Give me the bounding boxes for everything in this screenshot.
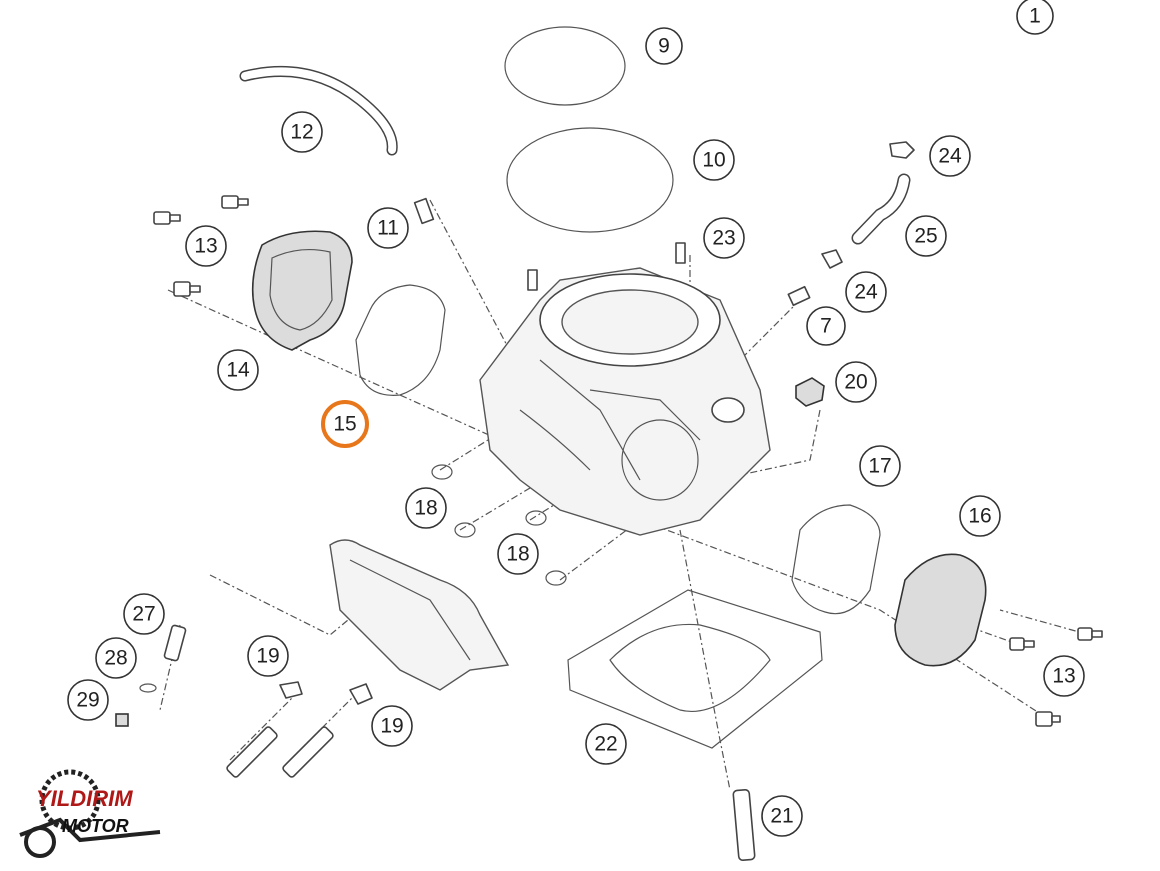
callout-14: 14: [217, 349, 259, 391]
exhaust-valve-housing: [329, 539, 510, 691]
right-gasket: [791, 504, 881, 615]
svg-text:11: 11: [377, 217, 399, 240]
callout-25: 25: [905, 215, 947, 257]
yildirim-motor-logo: YILDIRIM MOTOR: [19, 769, 161, 858]
callout-16: 16: [959, 495, 1001, 537]
svg-text:16: 16: [968, 505, 991, 528]
svg-text:MOTOR: MOTOR: [62, 816, 129, 836]
svg-text:27: 27: [132, 603, 155, 626]
callout-17: 17: [859, 445, 901, 487]
clip: [139, 683, 157, 693]
callout-15: 15: [321, 400, 369, 448]
svg-text:13: 13: [1052, 665, 1075, 688]
callout-29: 29: [67, 679, 109, 721]
nut: [115, 713, 129, 727]
callout-21: 21: [761, 795, 803, 837]
svg-text:13: 13: [194, 235, 217, 258]
svg-text:1: 1: [1029, 5, 1041, 28]
callout-22: 22: [585, 723, 627, 765]
callout-24-mid: 24: [845, 271, 887, 313]
callout-24-top: 24: [929, 135, 971, 177]
callout-12: 12: [281, 111, 323, 153]
base-gasket: [567, 589, 823, 749]
svg-text:28: 28: [104, 647, 127, 670]
svg-text:23: 23: [712, 227, 735, 250]
svg-text:12: 12: [290, 121, 313, 144]
bolts-right: [1009, 627, 1103, 727]
callout-7: 7: [806, 306, 846, 346]
svg-text:21: 21: [770, 805, 793, 828]
svg-text:29: 29: [76, 689, 99, 712]
callout-19-bottom: 19: [371, 705, 413, 747]
svg-text:15: 15: [333, 413, 356, 436]
dowel-pin: [732, 788, 756, 862]
svg-text:24: 24: [938, 145, 962, 168]
hose-clamp-top: [889, 141, 915, 159]
callout-11: 11: [367, 207, 409, 249]
bleed-screw: [787, 285, 811, 307]
svg-text:19: 19: [256, 645, 279, 668]
svg-text:24: 24: [854, 281, 878, 304]
svg-text:14: 14: [226, 359, 250, 382]
svg-text:10: 10: [702, 149, 725, 172]
hose-clamp-mid: [821, 249, 843, 269]
bolts-left: [153, 195, 249, 297]
callout-20: 20: [835, 361, 877, 403]
svg-text:18: 18: [506, 543, 529, 566]
callout-28: 28: [95, 637, 137, 679]
svg-text:19: 19: [380, 715, 403, 738]
nozzle: [413, 197, 435, 225]
valve-rod: [163, 624, 187, 662]
right-cover: [894, 553, 987, 667]
callout-13-right: 13: [1043, 655, 1085, 697]
callout-10: 10: [693, 139, 735, 181]
callout-1: 1: [1016, 0, 1054, 35]
left-cover: [251, 230, 353, 351]
svg-text:18: 18: [414, 497, 437, 520]
svg-text:22: 22: [594, 733, 617, 756]
callout-19-top: 19: [247, 635, 289, 677]
svg-text:25: 25: [914, 225, 937, 248]
svg-text:YILDIRIM: YILDIRIM: [36, 786, 133, 811]
svg-text:7: 7: [820, 315, 832, 338]
callout-18-top: 18: [405, 487, 447, 529]
callout-27: 27: [123, 593, 165, 635]
svg-text:20: 20: [844, 371, 867, 394]
cylinder: [479, 242, 771, 536]
left-gasket: [355, 284, 446, 396]
callout-23: 23: [703, 217, 745, 259]
o-ring-small: [504, 26, 626, 106]
svg-text:9: 9: [658, 35, 670, 58]
callout-13-left: 13: [185, 225, 227, 267]
callout-9: 9: [645, 27, 683, 65]
o-ring-large: [506, 127, 674, 233]
long-bolts: [226, 681, 373, 778]
washers: [431, 464, 567, 586]
svg-text:17: 17: [868, 455, 891, 478]
drain-plug: [795, 377, 825, 407]
callout-18-bottom: 18: [497, 533, 539, 575]
